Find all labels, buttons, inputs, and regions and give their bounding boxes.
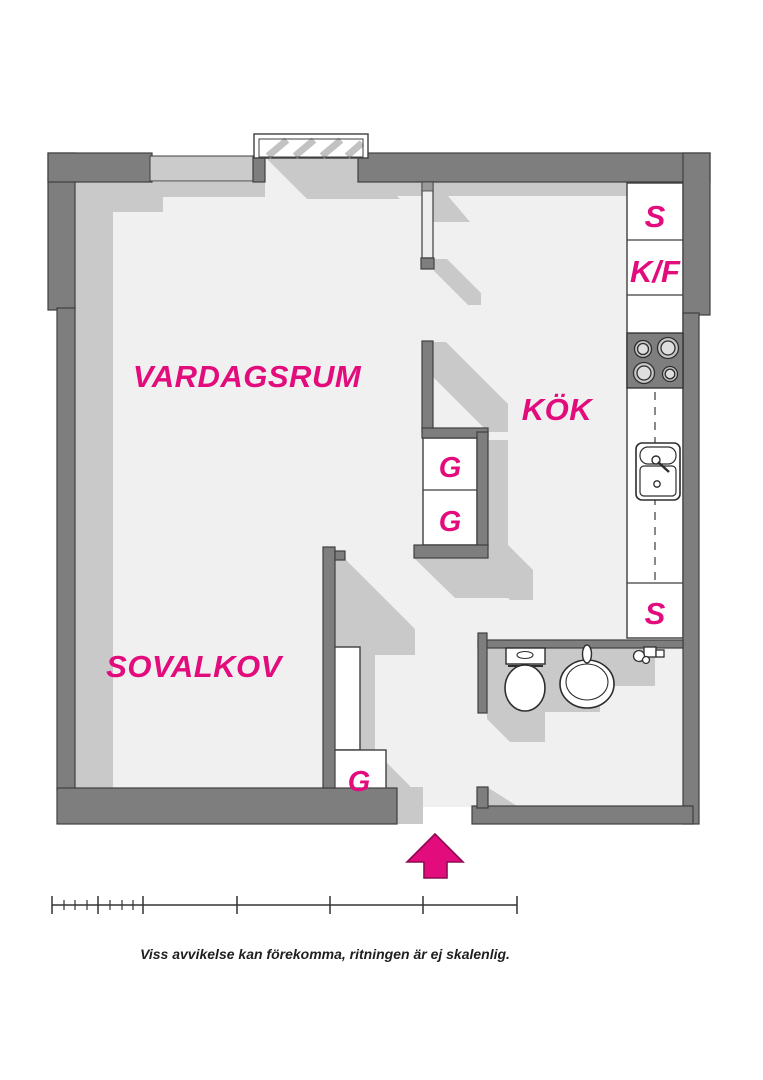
window-jamb bbox=[252, 155, 266, 183]
washer-valves-icon bbox=[632, 646, 665, 665]
room-label-kitchen: KÖK bbox=[522, 392, 595, 427]
hall-closet-box bbox=[333, 646, 361, 751]
scale-bar bbox=[51, 896, 518, 914]
toilet-icon bbox=[504, 647, 546, 712]
label-wardrobe-mid-1: G bbox=[439, 452, 462, 484]
partition-cap bbox=[420, 257, 435, 270]
wall-right-upper bbox=[682, 152, 711, 316]
storage-units bbox=[333, 182, 684, 807]
alcove-wall-foot bbox=[334, 550, 346, 561]
wall-bottom-left bbox=[56, 787, 398, 825]
wardrobe-block-wall-left bbox=[421, 340, 434, 432]
kitchen-sink-icon bbox=[635, 442, 681, 501]
walls bbox=[47, 152, 711, 825]
partition-living-kitchen bbox=[421, 181, 434, 259]
bathroom-wall-stub bbox=[477, 632, 488, 714]
disclaimer-caption: Viss avvikelse kan förekomma, ritningen … bbox=[140, 946, 510, 962]
wall-top-left bbox=[47, 152, 153, 183]
window-icon bbox=[253, 133, 369, 159]
entrance-arrow-icon bbox=[405, 832, 465, 879]
entrance-door-jamb bbox=[476, 786, 489, 809]
alcove-wall bbox=[322, 546, 336, 789]
label-wardrobe-hall: G bbox=[348, 766, 371, 798]
room-label-living: VARDAGSRUM bbox=[133, 359, 362, 394]
wall-right-lower bbox=[682, 312, 700, 825]
wardrobe-block-wall-bottom bbox=[413, 544, 489, 559]
room-label-alcove: SOVALKOV bbox=[106, 649, 283, 684]
label-fridge-freezer: K/F bbox=[630, 254, 681, 289]
label-wardrobe-mid-2: G bbox=[439, 506, 462, 538]
wall-bottom-right bbox=[471, 805, 694, 825]
wall-left-lower bbox=[56, 307, 76, 791]
wardrobe-block-wall-right bbox=[476, 431, 489, 548]
label-closet-bottom: S bbox=[645, 596, 666, 631]
wall-top-light-segment bbox=[149, 155, 255, 182]
label-closet-top: S bbox=[645, 199, 666, 234]
stove-icon bbox=[626, 332, 684, 389]
washbasin-icon bbox=[559, 644, 615, 709]
wall-top-right bbox=[357, 152, 711, 183]
